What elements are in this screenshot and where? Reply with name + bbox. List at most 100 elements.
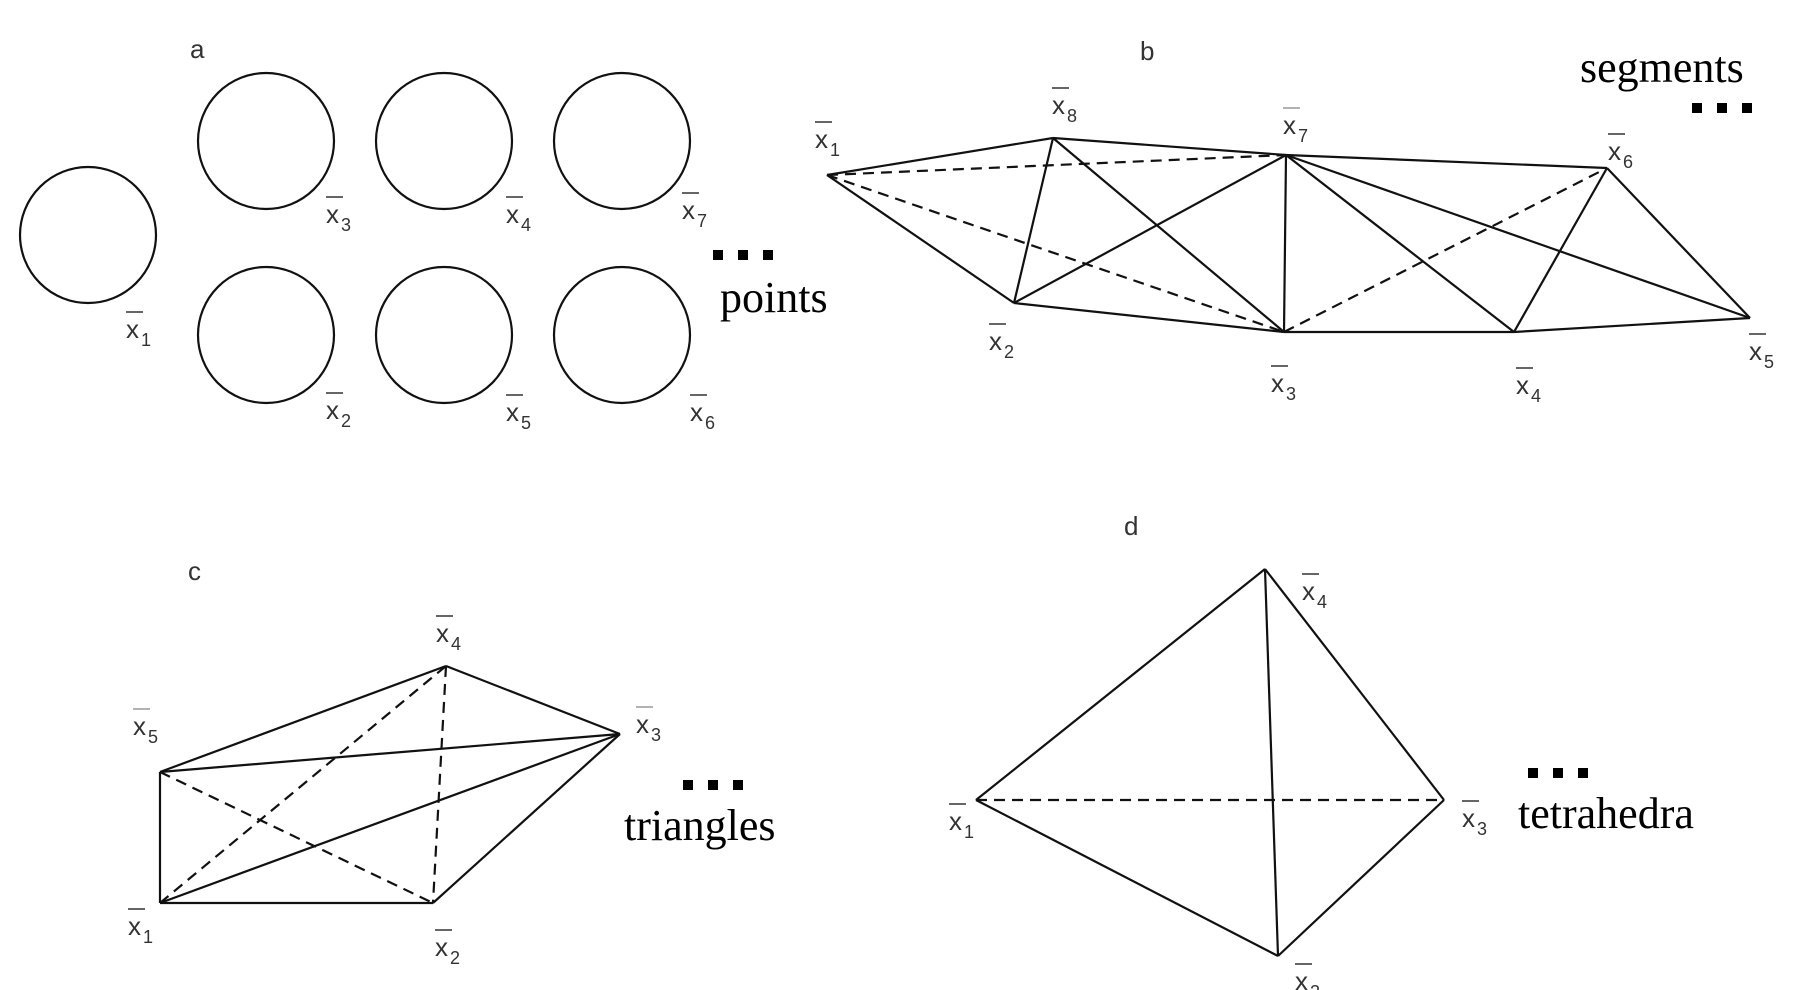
edge-x8-x3 — [1052, 137, 1285, 333]
edge-x6-x5 — [1606, 167, 1751, 319]
edge-x1-x2 — [826, 174, 1015, 304]
edge-x4-x3 — [445, 664, 621, 736]
edge-x1-x8 — [826, 136, 1054, 177]
edge-x1-x7-dashed — [826, 153, 1287, 177]
edge-x2-x1 — [975, 799, 1279, 957]
edge-x2-x7 — [1013, 154, 1287, 304]
edge-x1-x4 — [975, 568, 1266, 801]
vertex-label-d-x2: x2 — [1295, 963, 1320, 990]
panel-a-letter: a — [190, 34, 205, 64]
panel-d-caption: tetrahedra — [1518, 789, 1694, 838]
panel-b-caption: segments — [1580, 43, 1744, 92]
edge-x3-x6-dashed — [1283, 167, 1608, 333]
edge-x4-x2 — [1263, 568, 1280, 957]
edge-x4-x5 — [1513, 316, 1751, 334]
panel-b-letter: b — [1140, 36, 1154, 66]
edge-x7-x3 — [1282, 154, 1288, 333]
panel-a-caption: points — [720, 273, 828, 322]
point-circle-x1 — [18, 165, 158, 305]
panel-d-ellipsis — [1528, 768, 1588, 778]
edge-x1-x3 — [159, 732, 621, 905]
panel-d-letter: d — [1124, 511, 1138, 541]
panel-b-ellipsis — [1692, 103, 1752, 113]
edge-x7-x4 — [1285, 154, 1515, 333]
panel-c-letter: c — [188, 556, 201, 586]
edge-x5-x4 — [159, 664, 447, 774]
panel-c-ellipsis — [683, 780, 743, 790]
edge-x8-x2 — [1012, 137, 1055, 304]
panel-c-caption: triangles — [624, 801, 776, 850]
point-circle-x4 — [374, 71, 514, 211]
edge-x4-x2-dashed — [431, 665, 448, 904]
edge-x5-x2-dashed — [159, 771, 434, 904]
point-circle-x3 — [196, 71, 336, 211]
edge-x3-x2 — [432, 733, 621, 904]
edge-x5-x3 — [159, 732, 621, 774]
point-circle-x2 — [196, 265, 336, 405]
edge-x2-x3 — [1013, 301, 1285, 334]
edge-x4-x6 — [1513, 167, 1608, 333]
point-circle-x6 — [552, 265, 692, 405]
edge-x1-x4-dashed — [159, 665, 447, 904]
edge-x1-x3-dashed — [826, 173, 1285, 334]
point-circle-x5 — [374, 265, 514, 405]
edge-x8-x7 — [1052, 136, 1287, 157]
point-circle-x7 — [552, 71, 692, 211]
panel-a-ellipsis — [713, 250, 773, 260]
vertex-label-text: x2 — [1295, 966, 1320, 990]
edge-x7-x5 — [1285, 153, 1751, 320]
panel-d-tetrahedra: x1 x2 x3 x4 — [949, 568, 1487, 990]
edge-x4-x3 — [1264, 568, 1445, 801]
edge-x3-x2 — [1277, 799, 1445, 957]
